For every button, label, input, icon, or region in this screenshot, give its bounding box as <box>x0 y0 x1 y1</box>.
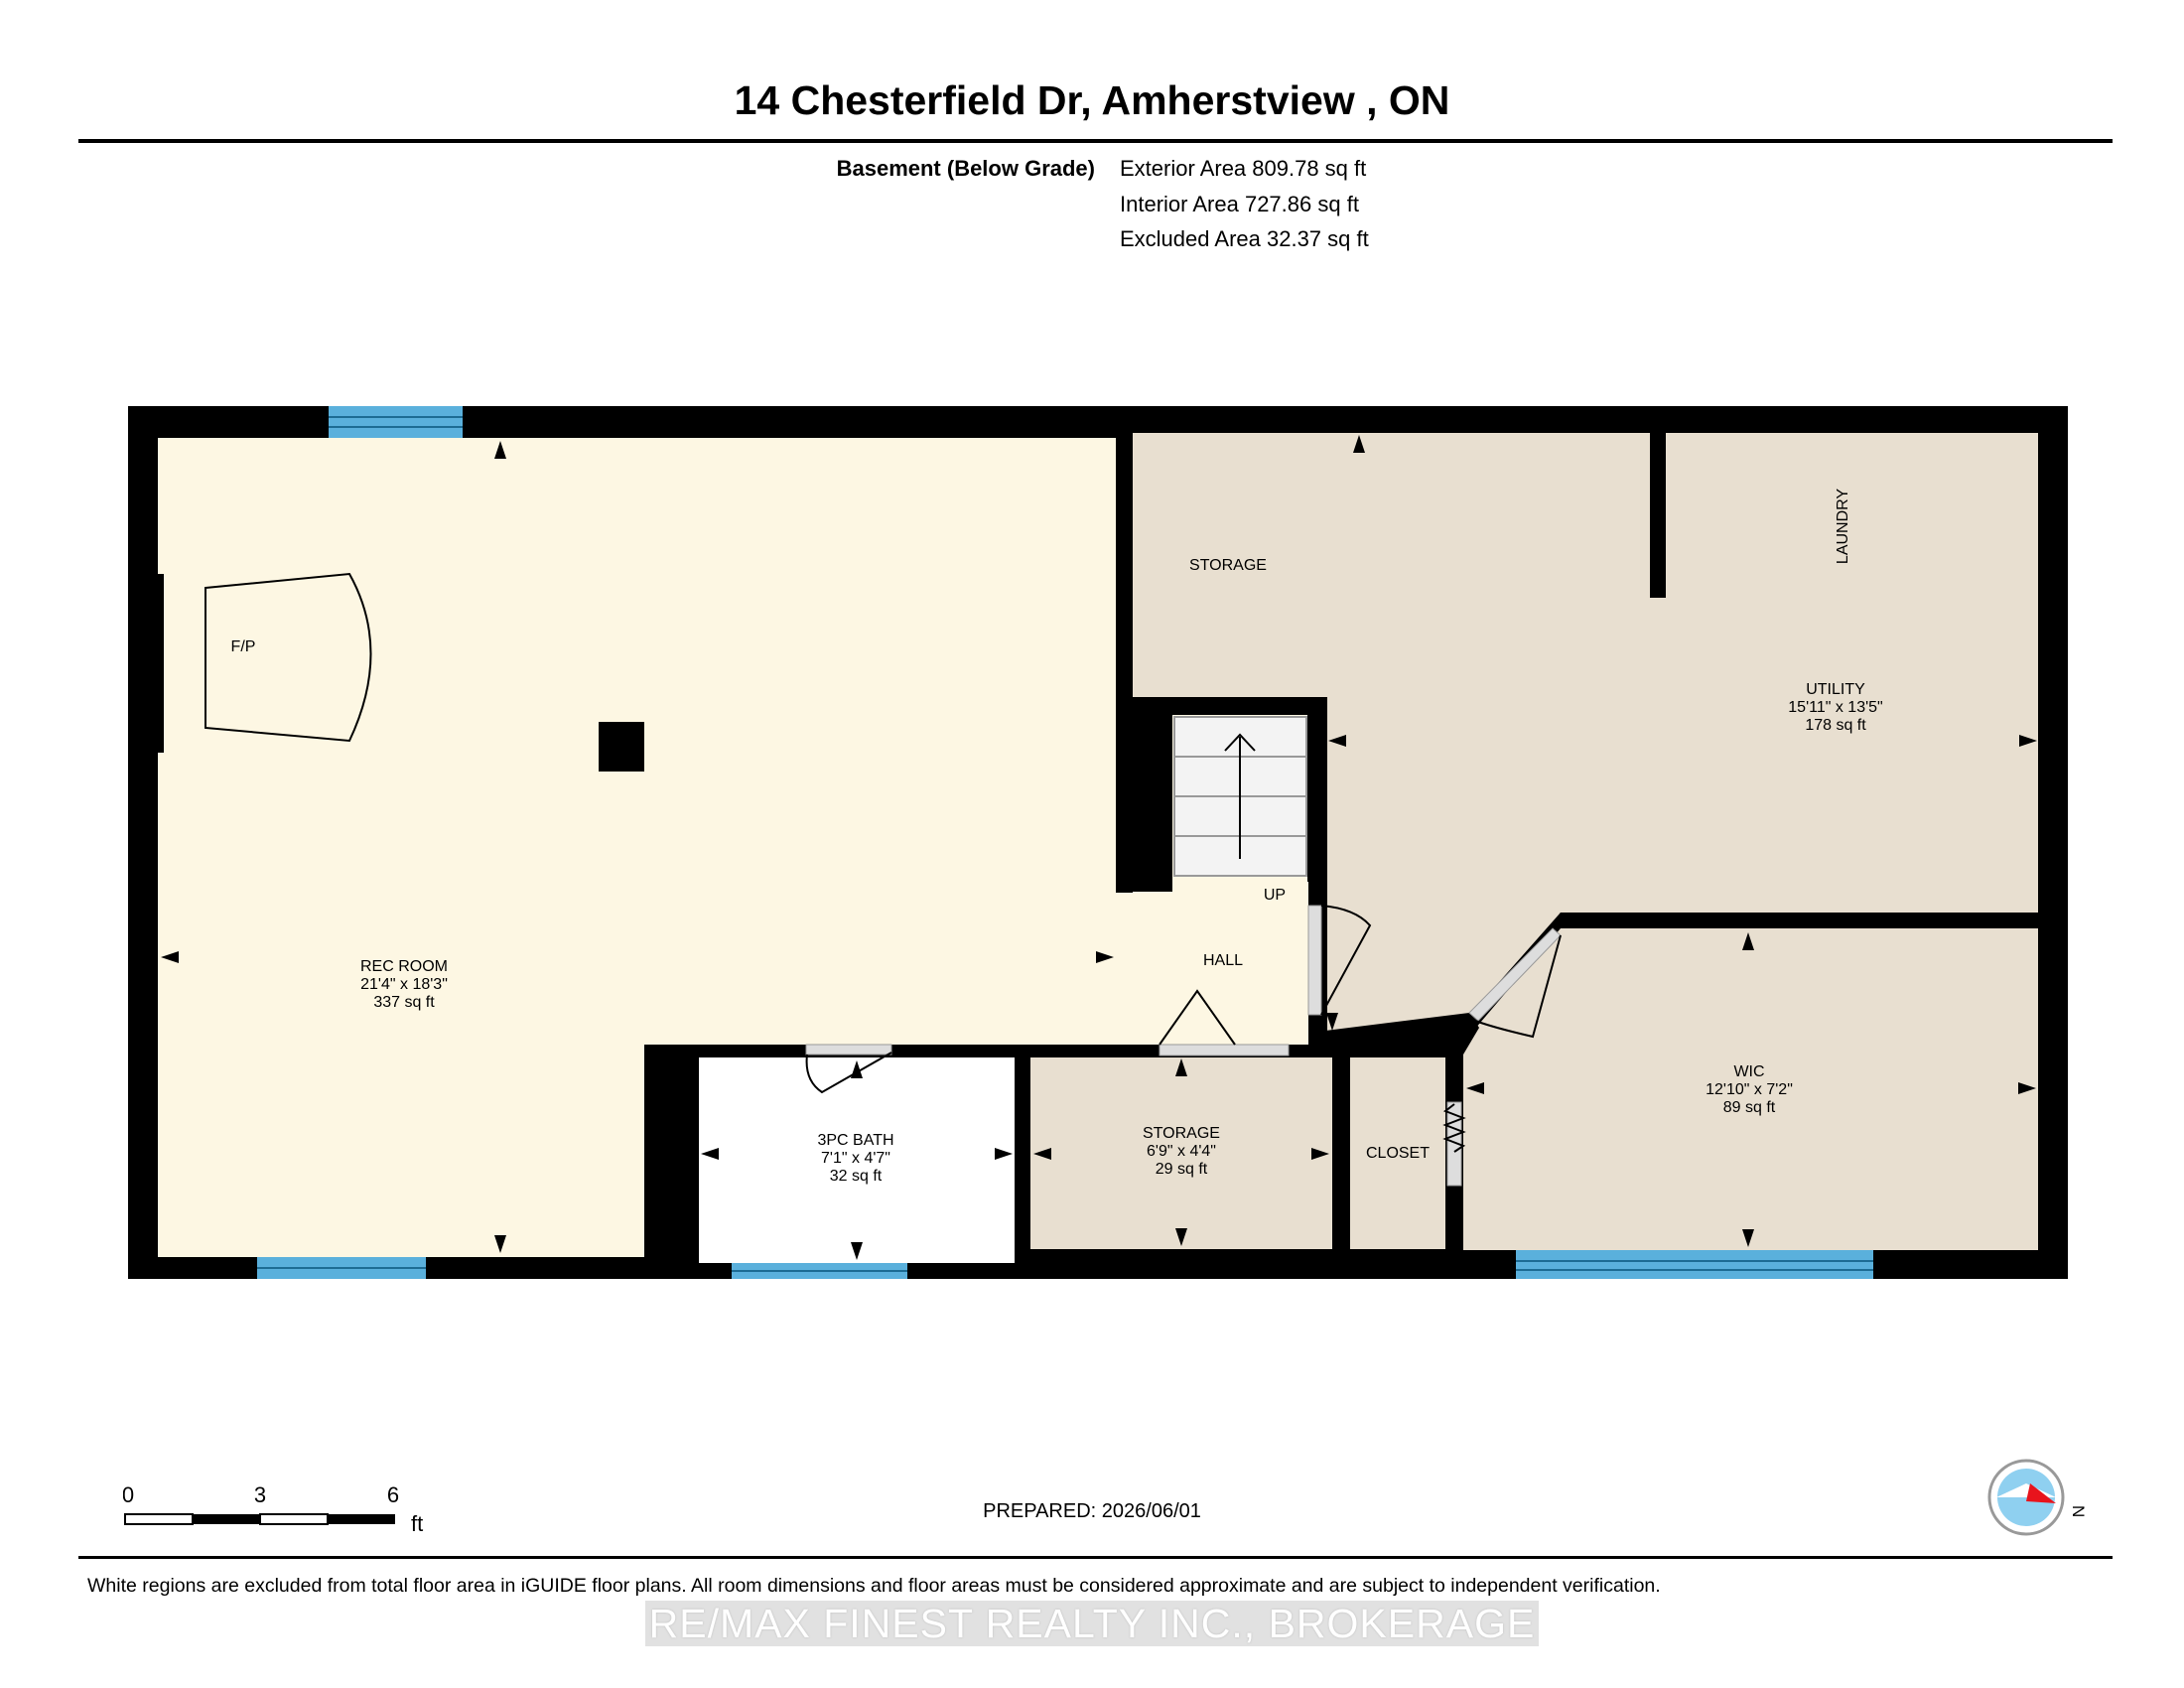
wall <box>139 574 164 753</box>
closet-label: CLOSET <box>1366 1145 1430 1162</box>
door <box>1159 989 1290 1056</box>
header-divider <box>78 139 2113 143</box>
bath-name: 3PC BATH <box>817 1132 893 1149</box>
closet-door <box>1442 1101 1466 1187</box>
wall <box>644 1045 699 1279</box>
stairs-up-label: UP <box>1264 887 1286 904</box>
bath-floor <box>699 1057 1015 1263</box>
disclaimer: White regions are excluded from total fl… <box>87 1575 1661 1597</box>
door <box>1468 927 1562 1039</box>
hall-label: HALL <box>1203 952 1243 969</box>
brokerage-watermark: RE/MAX FINEST REALTY INC., BROKERAGE <box>0 1601 2184 1647</box>
window <box>1516 1250 1873 1279</box>
footer-divider <box>78 1556 2113 1559</box>
prepared-date: PREPARED: 2026/06/01 <box>983 1500 1201 1522</box>
watermark-text: RE/MAX FINEST REALTY INC., BROKERAGE <box>644 1601 1540 1646</box>
wall <box>1116 711 1172 892</box>
support-column <box>599 722 644 772</box>
utility-dims: 15'11" x 13'5" <box>1788 699 1882 716</box>
rec-room-area: 337 sq ft <box>373 994 435 1011</box>
bath-area: 32 sq ft <box>830 1168 883 1185</box>
wall <box>1015 1045 1030 1279</box>
wic-name: WIC <box>1733 1063 1764 1080</box>
scale-tick-6: 6 <box>387 1482 399 1507</box>
upper-storage-label: STORAGE <box>1189 557 1267 574</box>
fireplace-label: F/P <box>231 638 256 655</box>
wic-floor <box>1463 928 2038 1250</box>
rec-room-name: REC ROOM <box>360 958 448 975</box>
wic-area: 89 sq ft <box>1723 1099 1776 1116</box>
dimension-arrows <box>161 435 2037 1260</box>
wall <box>1555 913 2045 928</box>
compass-n-label: N <box>2069 1505 2088 1517</box>
excluded-area: Excluded Area 32.37 sq ft <box>1120 226 1369 251</box>
interior-area: Interior Area 727.86 sq ft <box>1120 192 1359 216</box>
rec-room-dims: 21'4" x 18'3" <box>360 976 448 993</box>
storage-name: STORAGE <box>1143 1125 1220 1142</box>
window <box>329 406 463 438</box>
staircase <box>1173 716 1307 877</box>
fireplace-outline <box>205 572 372 743</box>
scale-bar-graphic: 0 3 6 ft <box>122 1482 423 1536</box>
rec-room-floor <box>158 438 1308 1257</box>
window <box>732 1263 907 1279</box>
wall <box>1325 1013 1479 1055</box>
door <box>1307 905 1372 1016</box>
wall <box>644 1045 1463 1057</box>
level-name: Basement (Below Grade) <box>836 156 1095 181</box>
door <box>805 1044 892 1094</box>
utility-floor <box>1133 433 2038 1033</box>
bath-dims: 7'1" x 4'7" <box>821 1150 890 1167</box>
wall <box>1332 1045 1350 1279</box>
wall <box>1650 433 1666 598</box>
closet-floor <box>1350 1056 1445 1249</box>
north-compass-icon: N <box>1987 1459 2088 1536</box>
wall <box>1133 697 1325 715</box>
window <box>257 1257 426 1279</box>
utility-area: 178 sq ft <box>1805 717 1866 734</box>
property-address: 14 Chesterfield Dr, Amherstview , ON <box>734 77 1450 123</box>
storage-floor <box>1030 1056 1332 1249</box>
scale-tick-3: 3 <box>254 1482 266 1507</box>
exterior-area: Exterior Area 809.78 sq ft <box>1120 156 1367 181</box>
wic-dims: 12'10" x 7'2" <box>1706 1081 1793 1098</box>
laundry-label: LAUNDRY <box>1835 489 1851 565</box>
storage-dims: 6'9" x 4'4" <box>1147 1143 1216 1160</box>
scale-tick-0: 0 <box>123 1482 134 1507</box>
scale-bar: 0 3 6 ft <box>122 1477 441 1541</box>
utility-name: UTILITY <box>1806 681 1865 698</box>
storage-area: 29 sq ft <box>1156 1161 1208 1178</box>
scale-unit: ft <box>411 1511 423 1536</box>
